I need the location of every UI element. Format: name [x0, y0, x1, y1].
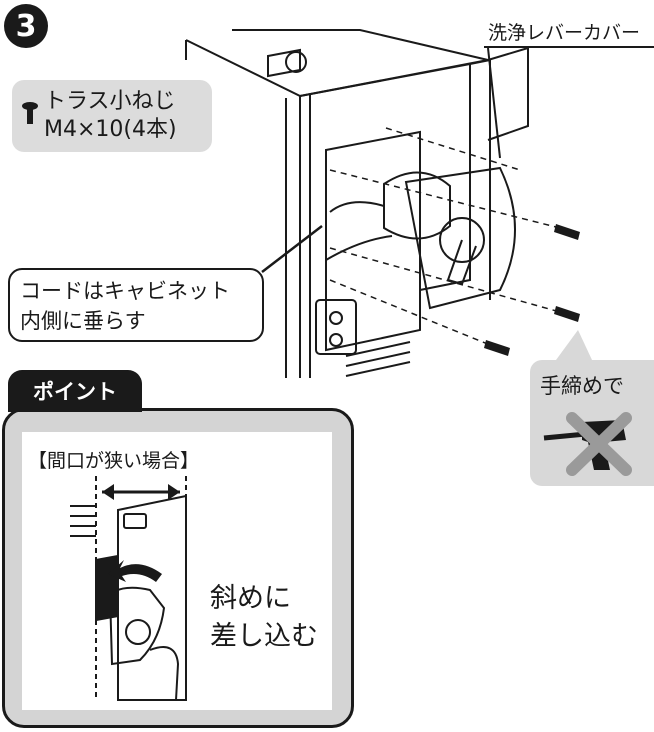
point-tab: ポイント — [8, 370, 142, 412]
screw-name: トラス小ねじ — [44, 89, 176, 114]
lever-cover-underline — [484, 46, 654, 48]
diagonal-insert-text: 斜めに 差し込む — [210, 580, 318, 656]
hand-tighten-callout — [530, 360, 654, 486]
screw-spec-box: トラス小ねじ M4×10(4本) — [12, 80, 212, 152]
diagonal-line2: 差し込む — [210, 621, 318, 652]
lever-cover-label: 洗浄レバーカバー — [488, 22, 641, 44]
cord-note-line2: 内側に垂らす — [20, 309, 146, 333]
diagonal-line1: 斜めに — [210, 583, 291, 614]
narrow-opening-label: 【間口が狭い場合】 — [28, 450, 200, 472]
cord-note-line1: コードはキャビネット — [20, 279, 230, 303]
step-number-badge: 3 — [4, 4, 48, 48]
cord-note-callout: コードはキャビネット 内側に垂らす — [8, 268, 264, 342]
screw-size: M4×10(4本) — [44, 117, 177, 142]
crossed-drill-icon — [543, 412, 632, 476]
screw-icon — [22, 102, 38, 124]
hand-tighten-label: 手締めで — [540, 374, 624, 398]
